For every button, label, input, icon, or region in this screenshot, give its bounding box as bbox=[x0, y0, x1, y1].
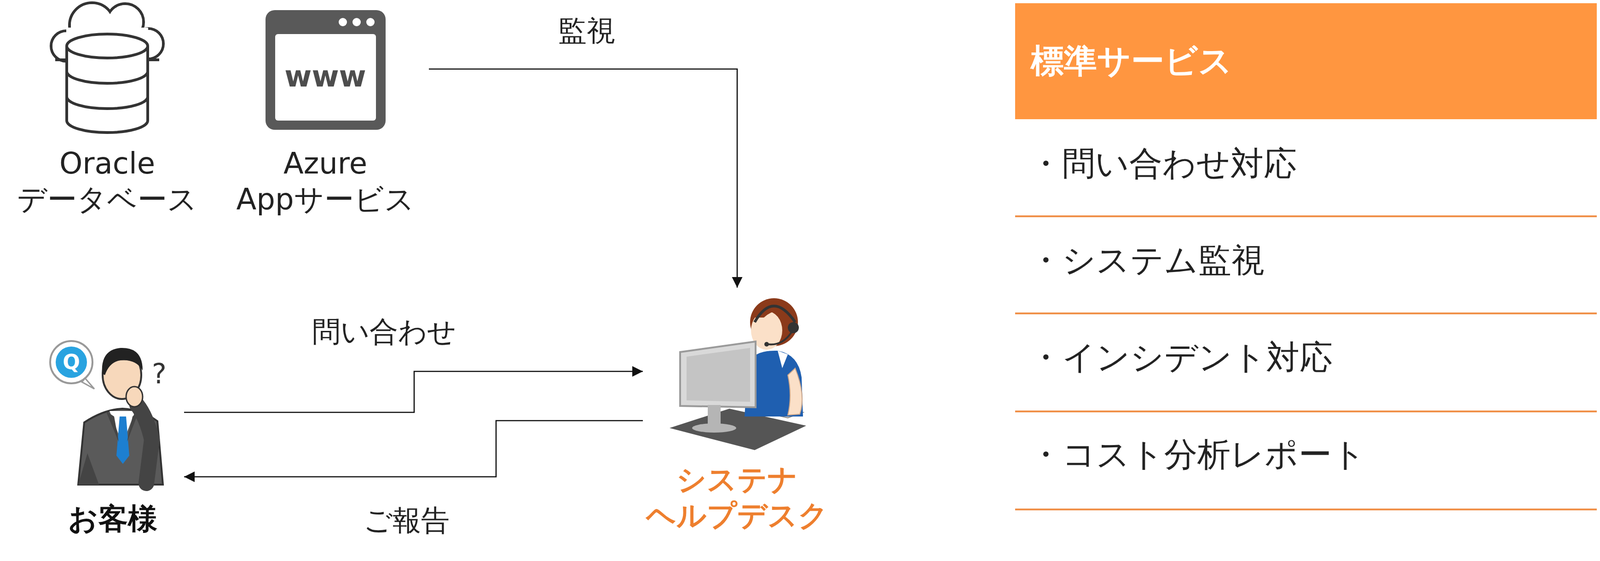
node-text: Oracle データベース bbox=[10, 145, 204, 218]
connector-arrow bbox=[428, 69, 738, 288]
customer-illustration bbox=[137, 404, 152, 484]
customer-illustration bbox=[105, 410, 119, 442]
web-browser-icon bbox=[352, 17, 361, 27]
database-cloud-icon bbox=[66, 96, 148, 109]
helpdesk-illustration bbox=[686, 347, 751, 402]
service-item: ・問い合わせ対応 bbox=[1028, 143, 1297, 184]
question-mark-bubble: Q bbox=[62, 350, 80, 375]
helpdesk-illustration bbox=[787, 368, 803, 416]
panel-header: 標準サービス bbox=[1015, 3, 1597, 120]
customer-illustration bbox=[102, 347, 143, 376]
web-browser-icon bbox=[265, 10, 386, 130]
web-browser-icon bbox=[366, 17, 375, 27]
customer-illustration bbox=[55, 346, 87, 378]
customer-illustration bbox=[81, 378, 95, 389]
panel-separator bbox=[1015, 312, 1597, 315]
node-text: 標準サービス bbox=[1030, 40, 1233, 82]
connector-arrow bbox=[184, 371, 643, 413]
helpdesk-illustration bbox=[767, 332, 792, 345]
edge-label: 問い合わせ bbox=[308, 314, 460, 349]
web-browser-icon bbox=[275, 34, 376, 121]
customer-illustration bbox=[126, 386, 143, 407]
customer-illustration bbox=[78, 453, 99, 485]
edge-label: ご報告 bbox=[359, 503, 454, 538]
helpdesk-illustration bbox=[754, 306, 796, 323]
helpdesk-illustration bbox=[692, 423, 737, 433]
web-browser-icon bbox=[338, 17, 347, 27]
web-browser-icon bbox=[265, 10, 386, 130]
service-item: ・コスト分析レポート bbox=[1028, 434, 1366, 474]
icon-text: www bbox=[284, 58, 366, 95]
panel-separator bbox=[1015, 508, 1597, 511]
question-mark: ? bbox=[151, 357, 167, 391]
customer-illustration bbox=[50, 340, 93, 384]
helpdesk-illustration bbox=[764, 341, 769, 347]
helpdesk-node: システナ ヘルプデスク bbox=[642, 287, 832, 537]
helpdesk-illustration bbox=[669, 298, 807, 451]
service-item: ・システム監視 bbox=[1028, 240, 1265, 280]
service-item: ・インシデント対応 bbox=[1028, 337, 1333, 377]
helpdesk-illustration bbox=[787, 322, 799, 334]
node-text: お客様 bbox=[68, 500, 158, 537]
helpdesk-illustration bbox=[680, 341, 756, 408]
helpdesk-illustration bbox=[777, 350, 788, 369]
database-cloud-icon bbox=[66, 34, 148, 58]
database-node: Oracle データベース bbox=[10, 0, 204, 221]
database-cloud-icon bbox=[51, 2, 164, 133]
node-text: システナ ヘルプデスク bbox=[642, 461, 832, 534]
node-text: Azure Appサービス bbox=[221, 145, 429, 218]
database-cloud-icon bbox=[66, 71, 148, 84]
panel-separator bbox=[1015, 215, 1597, 218]
app-service-node: Azure Appサービス bbox=[221, 0, 429, 221]
connector-arrow bbox=[184, 420, 643, 477]
edge-label: 監視 bbox=[554, 13, 619, 48]
panel-separator bbox=[1015, 410, 1597, 413]
panel-separator bbox=[1015, 216, 1597, 510]
customer-illustration bbox=[50, 340, 163, 485]
